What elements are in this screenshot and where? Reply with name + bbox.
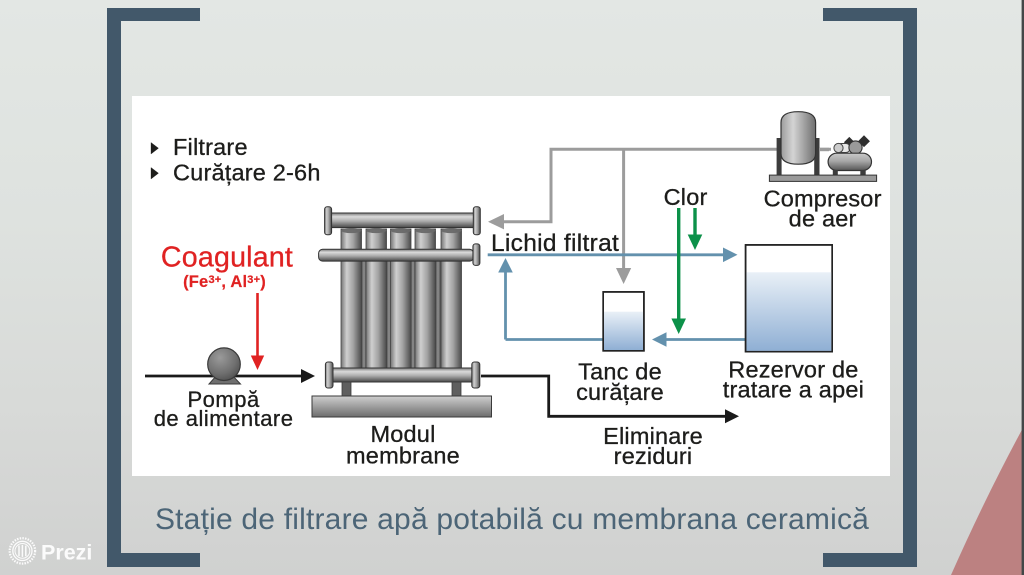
svg-text:Pompă: Pompă <box>187 387 259 412</box>
svg-text:(Fe3+, Al3+): (Fe3+, Al3+) <box>183 273 266 291</box>
svg-text:Lichid filtrat: Lichid filtrat <box>491 230 619 257</box>
svg-text:Coagulant: Coagulant <box>161 242 293 274</box>
svg-text:curățare: curățare <box>576 379 664 405</box>
svg-text:Prezi: Prezi <box>41 541 92 565</box>
svg-text:Clor: Clor <box>664 184 708 210</box>
svg-text:reziduri: reziduri <box>614 443 693 469</box>
svg-text:tratare a apei: tratare a apei <box>723 377 864 403</box>
svg-text:membrane: membrane <box>346 443 460 469</box>
svg-text:Filtrare: Filtrare <box>173 134 248 160</box>
svg-text:Rezervor de: Rezervor de <box>728 357 858 383</box>
svg-text:de alimentare: de alimentare <box>154 406 294 431</box>
svg-text:Tanc de: Tanc de <box>578 359 662 385</box>
svg-text:Compresor: Compresor <box>764 186 882 212</box>
svg-text:de aer: de aer <box>789 206 857 232</box>
svg-text:Modul: Modul <box>370 421 435 447</box>
svg-text:Curățare 2-6h: Curățare 2-6h <box>173 160 321 186</box>
svg-text:Eliminare: Eliminare <box>603 423 703 449</box>
